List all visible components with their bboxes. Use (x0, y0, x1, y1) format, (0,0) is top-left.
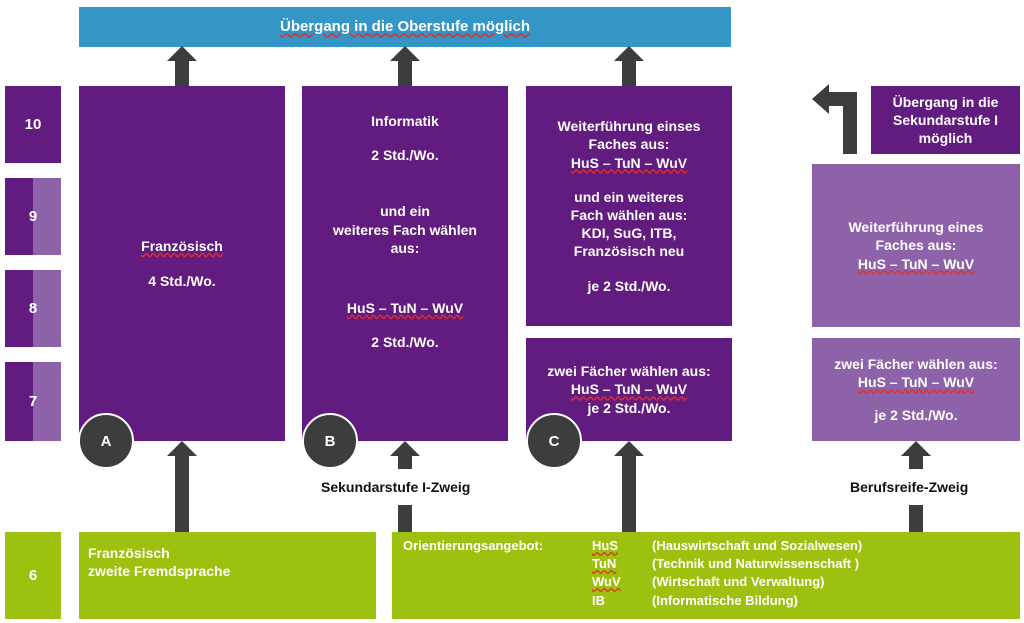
column-d-upper-line1: Weiterführung eines (848, 219, 984, 236)
grade-6-label: 6 (28, 567, 38, 584)
column-d-lower-options: HuS – TuN – WuV (857, 374, 975, 391)
badge-c: C (526, 413, 582, 469)
bent-arrow-vertical (843, 92, 857, 154)
badge-c-label: C (548, 432, 560, 450)
orientation-desc-ib: (Informatische Bildung) (652, 593, 798, 608)
orientation-desc-wuv: (Wirtschaft und Verwaltung) (652, 574, 825, 589)
column-b-choice-2: weiteres Fach wählen (333, 221, 477, 238)
column-d-upper-options: HuS – TuN – WuV (857, 255, 975, 272)
grade6-french-box: Französisch zweite Fremdsprache (79, 532, 376, 619)
grade-7: 7 (5, 362, 61, 441)
column-b-hours: 2 Std./Wo. (371, 334, 439, 351)
column-c-lower-line1: zwei Fächer wählen aus: (547, 363, 711, 380)
oberstufe-banner: Übergang in die Oberstufe möglich (79, 7, 731, 47)
sekundarstufe-zweig-label: Sekundarstufe I-Zweig (321, 479, 471, 495)
column-b-top-subject: Informatik (371, 113, 439, 129)
orientation-box: Orientierungsangebot: HuS (Hauswirtschaf… (392, 532, 1020, 619)
badge-a-label: A (100, 432, 112, 450)
column-c-upper-line4: Fach wählen aus: (570, 207, 688, 223)
column-a-subject: Französisch (141, 238, 223, 255)
arrow-c-top (614, 46, 644, 86)
arrow-a-top (167, 46, 197, 86)
oberstufe-banner-text: Übergang in die Oberstufe möglich (279, 18, 531, 36)
arrow-b-bottom-upper (390, 441, 420, 469)
column-d-upper-line2: Faches aus: (875, 237, 957, 254)
column-b-box: Informatik 2 Std./Wo. und ein weiteres F… (302, 86, 508, 441)
orientation-abbr-ib: IB (592, 593, 605, 608)
badge-a: A (78, 413, 134, 469)
grade-9: 9 (5, 178, 61, 255)
grade-9-label: 9 (28, 208, 38, 225)
transition-line2: Sekundarstufe I (892, 111, 999, 128)
column-b-top-hours: 2 Std./Wo. (371, 147, 439, 164)
grade6-french-line1: Französisch (88, 545, 170, 561)
column-b-choice-3: aus: (390, 239, 420, 256)
column-c-lower-options: HuS – TuN – WuV (570, 381, 688, 398)
badge-b-label: B (324, 432, 336, 450)
grade-9-light-segment (33, 178, 61, 255)
column-d-lower-box: zwei Fächer wählen aus: HuS – TuN – WuV … (812, 338, 1020, 441)
grade-8-light-segment (33, 270, 61, 347)
column-c-upper-options2: KDI, SuG, ITB, (581, 225, 677, 242)
transition-line1: Übergang in die (892, 93, 999, 110)
orientation-title: Orientierungsangebot: (403, 538, 544, 553)
transition-line3: möglich (918, 130, 973, 147)
berufsreife-zweig-label: Berufsreife-Zweig (850, 479, 969, 495)
grade6-french-line2: zweite Fremdsprache (88, 563, 231, 580)
column-c-lower-hours: je 2 Std./Wo. (587, 399, 671, 416)
arrow-c-bottom (614, 441, 644, 532)
orientation-desc-hus: (Hauswirtschaft und Sozialwesen) (652, 538, 863, 553)
column-c-upper-line3: und ein weiteres (574, 188, 684, 205)
column-c-upper-line1: Weiterführung einses (557, 118, 701, 135)
bent-arrow-head (812, 84, 829, 114)
sekundarstufe-transition-box: Übergang in die Sekundarstufe I möglich (871, 86, 1020, 154)
orientation-abbr-hus: HuS (592, 538, 618, 553)
column-d-lower-hours: je 2 Std./Wo. (874, 406, 958, 423)
column-c-upper-hours: je 2 Std./Wo. (587, 277, 671, 294)
column-d-lower-line1: zwei Fächer wählen aus: (834, 356, 998, 373)
column-a-hours: 4 Std./Wo. (148, 272, 216, 289)
badge-b: B (302, 413, 358, 469)
orientation-desc-tun: (Technik und Naturwissenschaft ) (652, 556, 860, 571)
bent-arrow-horizontal (828, 92, 857, 106)
grade-7-label: 7 (28, 393, 38, 410)
arrow-a-bottom (167, 441, 197, 532)
orientation-abbr-wuv: WuV (592, 574, 621, 589)
grade-10: 10 (5, 86, 61, 163)
arrow-d-bottom-upper (901, 441, 931, 469)
column-c-upper-options: HuS – TuN – WuV (570, 154, 688, 171)
column-b-options: HuS – TuN – WuV (346, 299, 464, 316)
column-a-box: Französisch 4 Std./Wo. (79, 86, 285, 441)
arrow-d-stem-lower (909, 505, 923, 532)
arrow-b-stem-lower (398, 505, 412, 532)
grade-8: 8 (5, 270, 61, 347)
column-b-choice-1: und ein (380, 203, 430, 220)
grade-8-label: 8 (28, 300, 38, 317)
column-c-upper-line2: Faches aus: (588, 136, 670, 153)
column-c-upper-line5: Französisch neu (573, 243, 685, 260)
orientation-abbr-tun: TuN (592, 556, 617, 571)
grade-6: 6 (5, 532, 61, 619)
column-c-upper-box: Weiterführung einses Faches aus: HuS – T… (526, 86, 732, 326)
arrow-b-top (390, 46, 420, 86)
grade-10-label: 10 (24, 116, 42, 133)
column-d-upper-box: Weiterführung eines Faches aus: HuS – Tu… (812, 164, 1020, 327)
grade-7-light-segment (33, 362, 61, 441)
